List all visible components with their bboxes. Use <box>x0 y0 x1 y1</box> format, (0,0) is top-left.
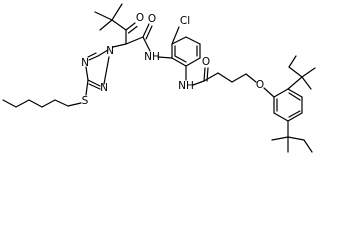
bond <box>301 76 312 90</box>
bond <box>185 36 201 45</box>
amide-oxygen-label: O <box>148 13 156 25</box>
bond <box>203 67 206 82</box>
thioether-sulfur-label: S <box>82 95 89 107</box>
bond <box>273 88 289 98</box>
bond <box>97 49 109 57</box>
bond <box>171 26 180 45</box>
bond <box>301 67 316 78</box>
bond <box>87 52 97 58</box>
bond <box>54 99 69 107</box>
bond <box>288 55 297 68</box>
triazole-n4-label: N <box>100 82 108 94</box>
bond <box>288 110 301 118</box>
bond <box>245 73 257 83</box>
bond <box>125 36 144 45</box>
triazole-n1-label: N <box>106 45 114 57</box>
bond <box>112 43 127 48</box>
bond <box>288 66 303 78</box>
bond <box>85 79 89 96</box>
bond <box>185 57 201 67</box>
bond <box>287 76 303 90</box>
bond <box>287 136 305 141</box>
bond <box>287 88 303 98</box>
bond <box>142 36 151 52</box>
bond <box>28 99 43 108</box>
bond <box>15 99 30 108</box>
chloro-label: Cl <box>180 15 190 27</box>
bond <box>88 55 99 61</box>
bond <box>111 3 123 21</box>
bond <box>203 72 219 82</box>
bond <box>125 22 136 31</box>
molecule-diagram: O O NH Cl N N N S NH O O <box>2 3 316 153</box>
bond <box>217 72 233 83</box>
bond <box>2 99 17 108</box>
bond <box>157 56 173 59</box>
ketone-oxygen-label: O <box>136 12 144 24</box>
bond-layer <box>2 3 316 153</box>
bond <box>87 79 101 87</box>
bond <box>85 66 89 81</box>
amide-nh-right-label: NH <box>178 80 194 92</box>
ether-oxygen-label: O <box>256 79 264 91</box>
bond <box>99 19 113 31</box>
bond <box>103 56 110 85</box>
bond <box>231 73 247 83</box>
bond <box>303 139 313 153</box>
bond <box>142 23 150 38</box>
bond <box>41 99 56 108</box>
bond <box>145 25 153 40</box>
bond <box>127 25 138 34</box>
bond <box>192 80 205 86</box>
bond <box>263 87 275 98</box>
bond <box>174 55 187 63</box>
bond <box>88 83 101 90</box>
bond <box>171 36 187 45</box>
amide-oxygen-right-label: O <box>202 56 210 68</box>
bond <box>288 92 301 101</box>
bond <box>94 11 113 21</box>
triazole-n2-label: N <box>81 57 89 69</box>
bond <box>271 136 289 141</box>
bond <box>287 112 303 122</box>
bond <box>273 112 289 122</box>
bond <box>67 102 82 107</box>
bond <box>111 19 127 31</box>
atom-label-layer: O O NH Cl N N N S NH O O <box>81 12 264 107</box>
amide-nh-label: NH <box>144 51 160 63</box>
bond <box>171 57 187 67</box>
